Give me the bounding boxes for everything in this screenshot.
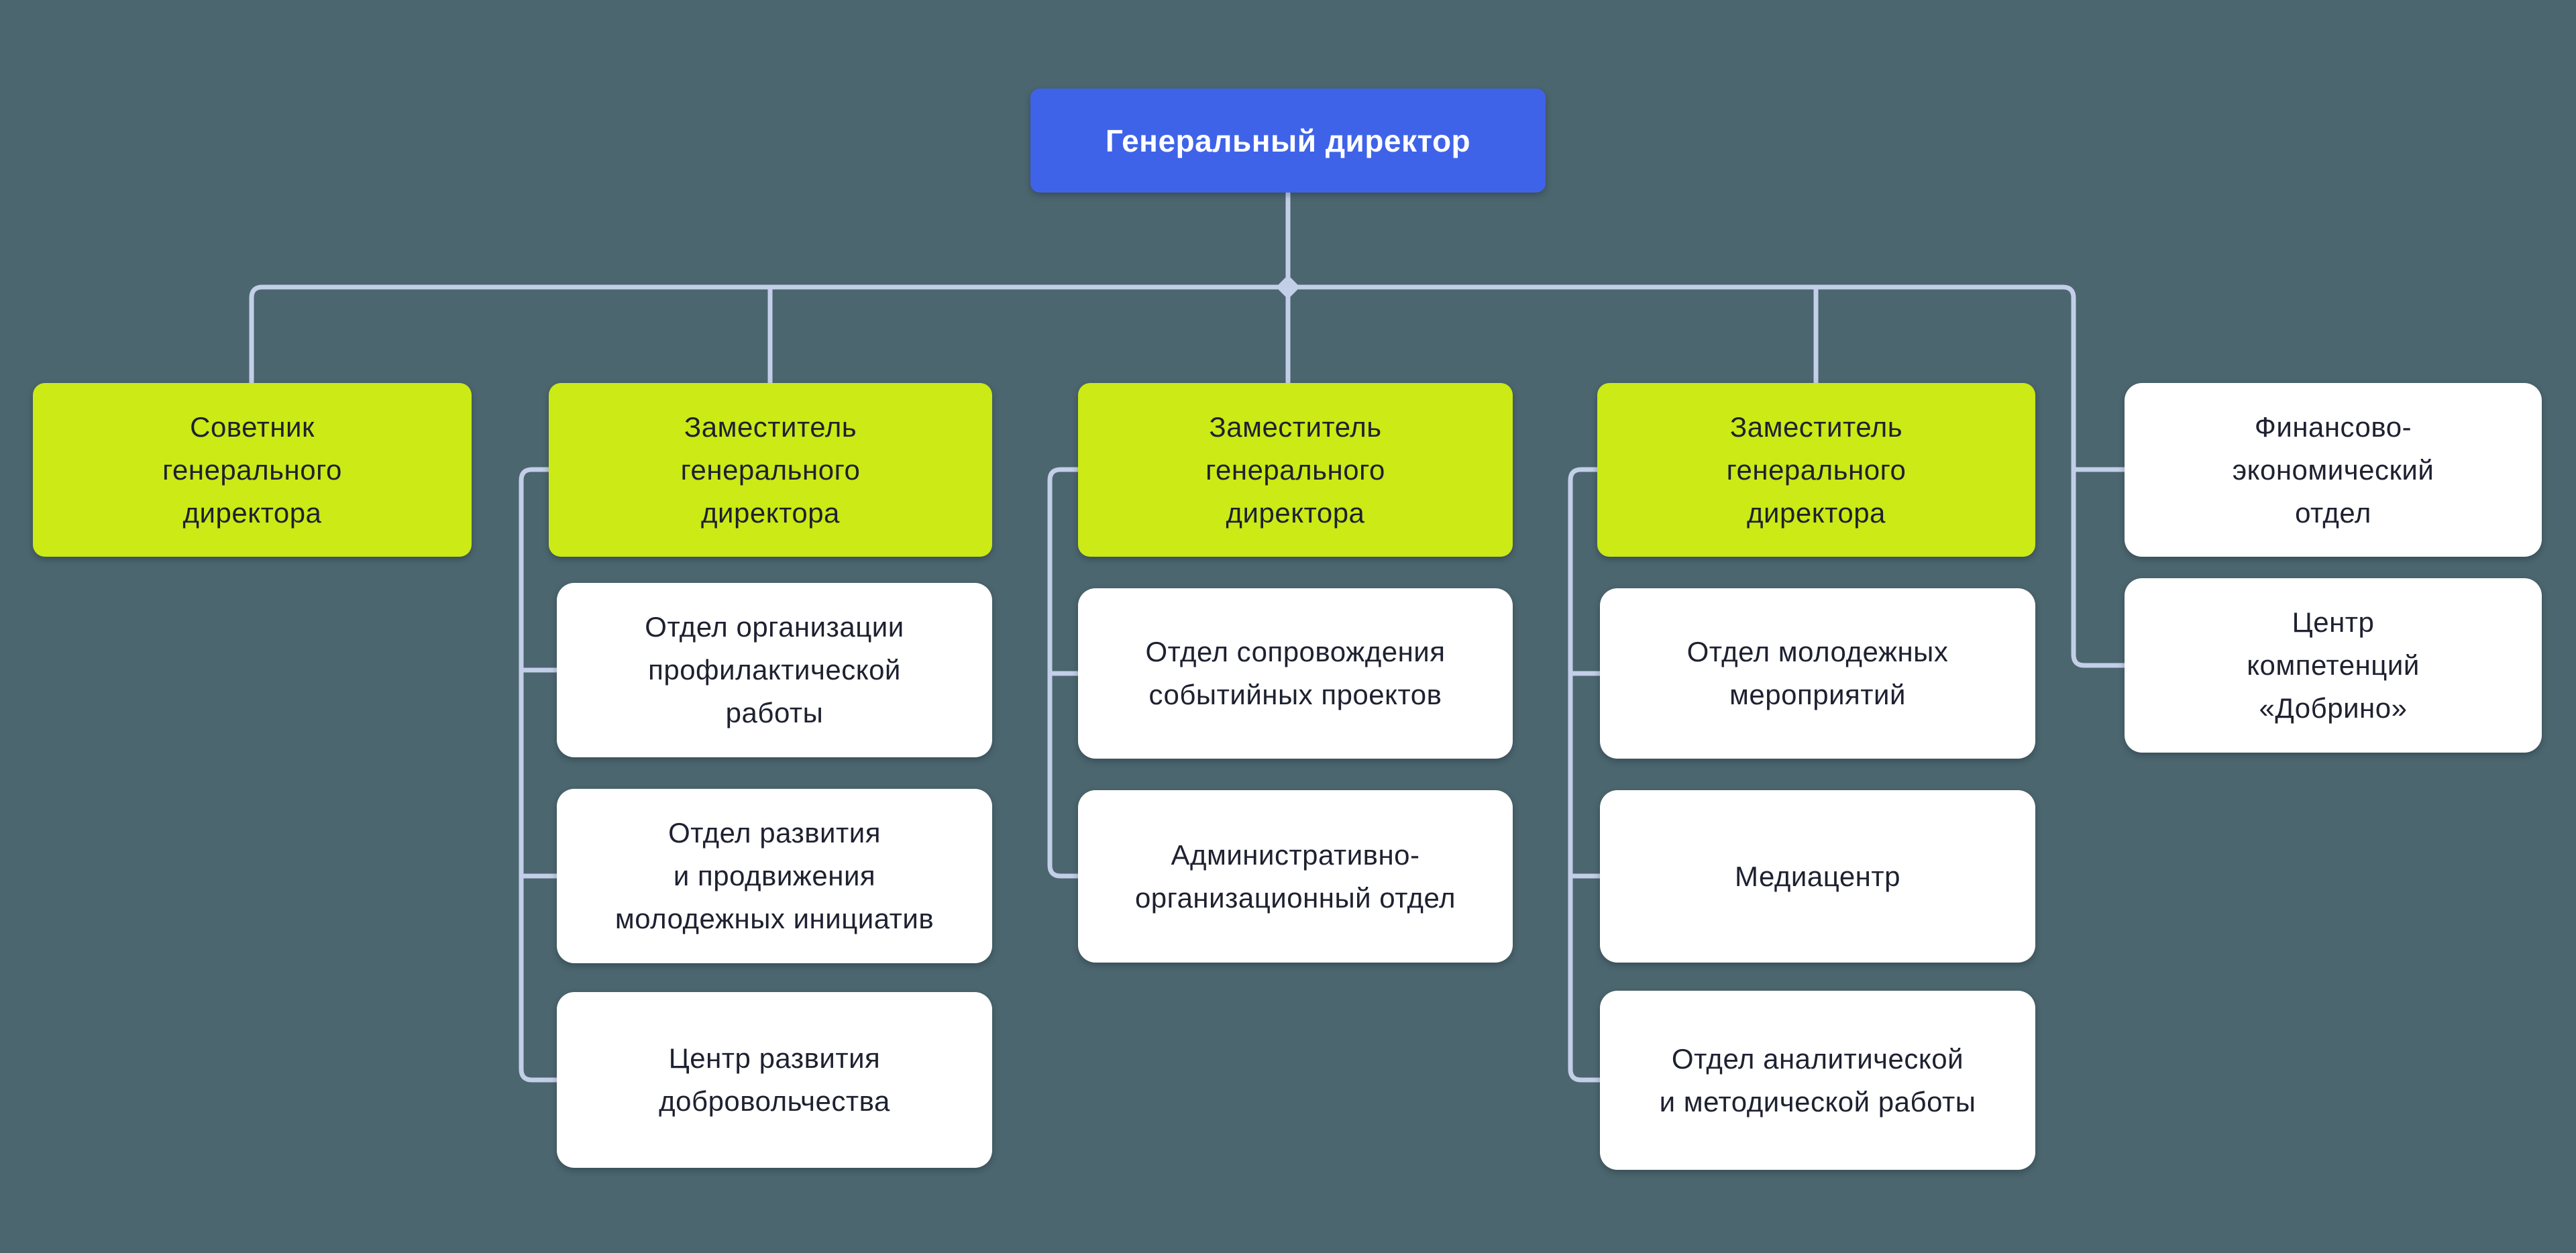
org-node-admin-org-dept: Административно- организационный отдел <box>1078 790 1513 963</box>
org-node-deputy-events: Заместитель генерального директора <box>1078 383 1513 557</box>
org-node-initiatives-dept: Отдел развития и продвижения молодежных … <box>557 789 992 963</box>
org-node-deputy-prevention: Заместитель генерального директора <box>549 383 992 557</box>
org-node-analytics-dept: Отдел аналитической и методической работ… <box>1600 991 2035 1170</box>
org-node-volunteering-center: Центр развития добровольчества <box>557 992 992 1168</box>
org-node-finance-dept: Финансово- экономический отдел <box>2125 383 2542 557</box>
org-node-ceo: Генеральный директор <box>1030 89 1546 193</box>
org-node-media-center: Медиацентр <box>1600 790 2035 963</box>
org-node-prevention-dept: Отдел организации профилактической работ… <box>557 583 992 757</box>
org-node-youth-events-dept: Отдел молодежных мероприятий <box>1600 588 2035 759</box>
org-node-dobrino-center: Центр компетенций «Добрино» <box>2125 578 2542 753</box>
org-node-advisor: Советник генерального директора <box>33 383 472 557</box>
org-node-deputy-youth: Заместитель генерального директора <box>1597 383 2035 557</box>
org-node-event-projects-dept: Отдел сопровождения событийных проектов <box>1078 588 1513 759</box>
